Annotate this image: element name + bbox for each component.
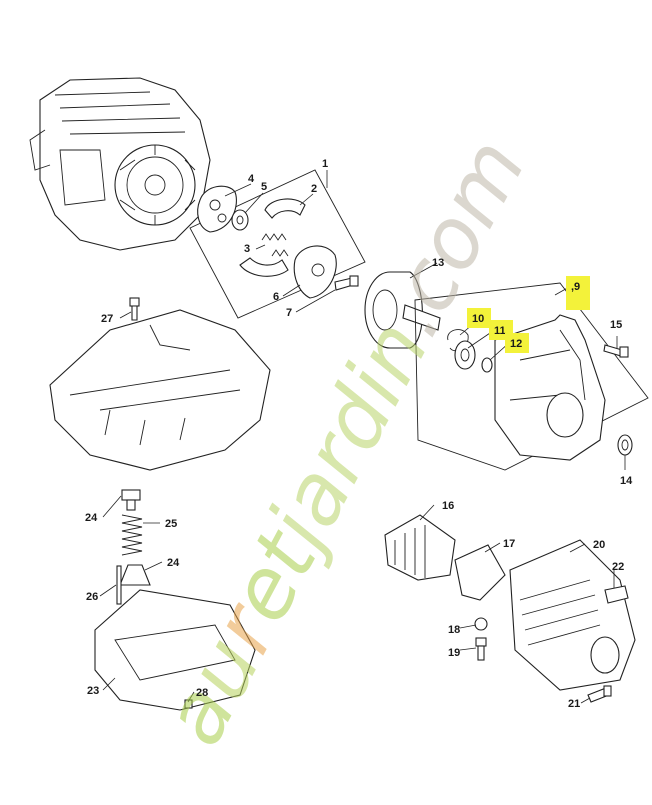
callout-23: 23 — [87, 685, 99, 697]
callout-18: 18 — [448, 624, 460, 636]
sleeve-17 — [454, 544, 506, 601]
callout-number: 19 — [448, 647, 460, 659]
callout-10: 10 — [467, 308, 491, 328]
clip-22 — [604, 585, 629, 604]
callout-number: ,9 — [571, 281, 580, 293]
callout-number: 15 — [610, 319, 622, 331]
callout-number: 14 — [620, 475, 633, 487]
callout-number: 13 — [432, 257, 444, 269]
ring-12 — [481, 357, 493, 373]
callout-number: 7 — [286, 307, 292, 319]
callout-25: 25 — [165, 518, 177, 530]
callout-highlight — [566, 276, 590, 310]
callout-number: 4 — [248, 173, 255, 185]
callout-1: 1 — [322, 158, 328, 170]
callout-3: 3 — [244, 243, 250, 255]
base-plate-23 — [94, 589, 256, 711]
callout-5: 5 — [261, 181, 267, 193]
callout-number: 22 — [612, 561, 624, 573]
bearing-11 — [454, 340, 476, 370]
callout-15: 15 — [610, 319, 622, 331]
callout-2: 2 — [311, 183, 317, 195]
callout-6: 6 — [273, 291, 279, 303]
callout-labels: 1234567,91011121314151617181920212223242… — [85, 158, 633, 710]
spring-25 — [121, 514, 143, 556]
callout-20: 20 — [593, 539, 605, 551]
callout-number: 23 — [87, 685, 99, 697]
callout-highlight — [467, 308, 491, 328]
callout-highlight — [505, 333, 529, 353]
washer-18 — [474, 617, 488, 631]
engine-assembly — [29, 77, 211, 251]
screw-28 — [184, 699, 193, 709]
bolt-7 — [334, 275, 359, 291]
callout-number: 25 — [165, 518, 177, 530]
buffer-24-bottom — [119, 564, 151, 586]
callout-13: 13 — [432, 257, 444, 269]
callout-number: 20 — [593, 539, 605, 551]
springs-3 — [261, 233, 289, 257]
callout-24b: 24 — [167, 557, 180, 569]
callout-24a: 24 — [85, 512, 98, 524]
callout-17: 17 — [503, 538, 515, 550]
callout-number: 24 — [167, 557, 180, 569]
callout-number: 18 — [448, 624, 460, 636]
callout-9: ,9 — [566, 276, 590, 310]
callout-number: 26 — [86, 591, 98, 603]
callout-number: 11 — [494, 325, 506, 337]
callout-number: 12 — [510, 338, 522, 350]
pin-26 — [116, 565, 122, 605]
callout-number: 3 — [244, 243, 250, 255]
callout-4: 4 — [248, 173, 255, 185]
callout-number: 6 — [273, 291, 279, 303]
callout-number: 17 — [503, 538, 515, 550]
callout-number: 24 — [85, 512, 98, 524]
washer-5 — [231, 209, 249, 231]
clutch-plate-6 — [293, 245, 337, 299]
callout-number: 28 — [196, 687, 208, 699]
screw-27 — [129, 297, 140, 321]
clutch-assembly-frame — [189, 169, 366, 319]
callout-number: 5 — [261, 181, 267, 193]
bolt-15 — [603, 344, 629, 358]
cover-20 — [509, 539, 636, 691]
callout-number: 16 — [442, 500, 454, 512]
callout-27: 27 — [101, 313, 113, 325]
callout-28: 28 — [196, 687, 208, 699]
engine-shroud — [49, 309, 271, 471]
buffer-24-top — [121, 489, 141, 511]
callout-26: 26 — [86, 591, 98, 603]
callout-14: 14 — [620, 475, 633, 487]
callout-21: 21 — [568, 698, 580, 710]
screw-21 — [587, 685, 612, 703]
callout-number: 21 — [568, 698, 580, 710]
clutch-shoes-2 — [239, 198, 306, 277]
leader-lines — [99, 170, 626, 704]
callout-19: 19 — [448, 647, 460, 659]
screw-19 — [475, 637, 487, 661]
circlip-14 — [617, 434, 633, 456]
callout-7: 7 — [286, 307, 292, 319]
callout-number: 2 — [311, 183, 317, 195]
callout-12: 12 — [505, 333, 529, 353]
callout-number: 1 — [322, 158, 328, 170]
filter-16 — [384, 514, 456, 581]
callout-number: 10 — [472, 313, 484, 325]
callout-number: 27 — [101, 313, 113, 325]
callout-22: 22 — [612, 561, 624, 573]
clutch-drum-13 — [364, 271, 441, 349]
callout-16: 16 — [442, 500, 454, 512]
